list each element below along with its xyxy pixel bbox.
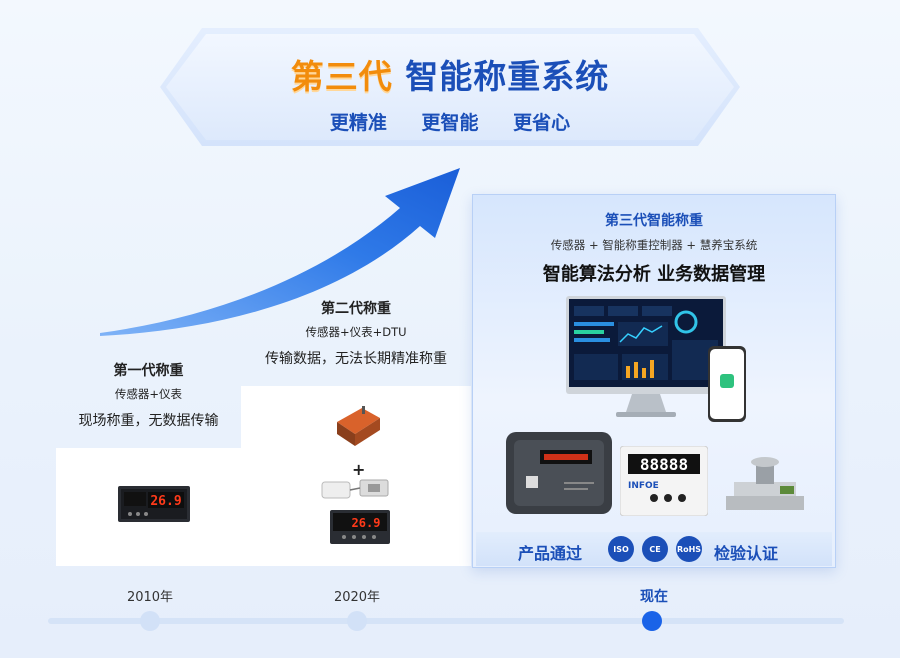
gen1-description: 现场称重，无数据传输 [78,413,219,429]
smart-controller-image [506,432,612,514]
gen3-title: 第三代智能称重 [605,213,703,229]
tagline-smart: 更智能 [421,112,479,134]
gen2-reading: 26.9 [352,516,381,530]
phone-app-image [708,346,746,422]
iso-badge-icon: ISO [608,536,634,562]
growth-arrow-icon [100,168,460,336]
timeline-label-2010: 2010年 [126,590,174,605]
gen1-components: 传感器+仪表 [114,387,183,401]
header-banner [166,34,734,140]
timeline-dot-2020 [347,611,367,631]
gen2-components: 传感器+仪表+DTU [305,325,407,339]
ce-badge-icon: CE [642,536,668,562]
load-cell-image [726,457,804,510]
gen2-title: 第二代称重 [321,301,391,317]
dashboard-monitor-image [566,296,726,417]
cert-prefix: 产品通过 [518,544,583,563]
gen2-description: 传输数据，无法长期精准称重 [265,351,447,367]
gen3-components: 传感器 + 智能称重控制器 + 慧养宝系统 [550,238,758,252]
page-title: 第三代 智能称重系统 [0,50,900,98]
plus-sign: + [352,460,366,479]
title-rest: 智能称重系统 [405,57,610,96]
controller-brand: INFOE [628,481,659,491]
gen1-title: 第一代称重 [113,363,184,379]
timeline-dot-now [642,611,662,631]
timeline-dot-2010 [140,611,160,631]
dtu-device-image [337,406,380,446]
sensor-junction-image [321,479,389,499]
controller-digits: 88888 [640,455,688,474]
gen2-meter-image: 26.9 [330,510,390,544]
cert-suffix: 检验认证 [714,544,779,563]
timeline-label-now: 现在 [640,589,668,605]
rohs-badge-icon: RoHS [676,536,702,562]
timeline-label-2020: 2020年 [333,590,381,605]
title-highlight: 第三代 [290,57,393,96]
tagline-precise: 更精准 [329,112,387,134]
taglines: 更精准 更智能 更省心 [0,108,900,135]
tagline-easy: 更省心 [513,112,571,134]
gen1-reading: 26.9 [150,494,181,509]
gen3-description: 智能算法分析 业务数据管理 [542,264,766,285]
weighing-display-image: 88888 INFOE [620,446,708,516]
gen1-meter-image: 26.9 [118,486,190,522]
timeline-track [48,618,844,624]
